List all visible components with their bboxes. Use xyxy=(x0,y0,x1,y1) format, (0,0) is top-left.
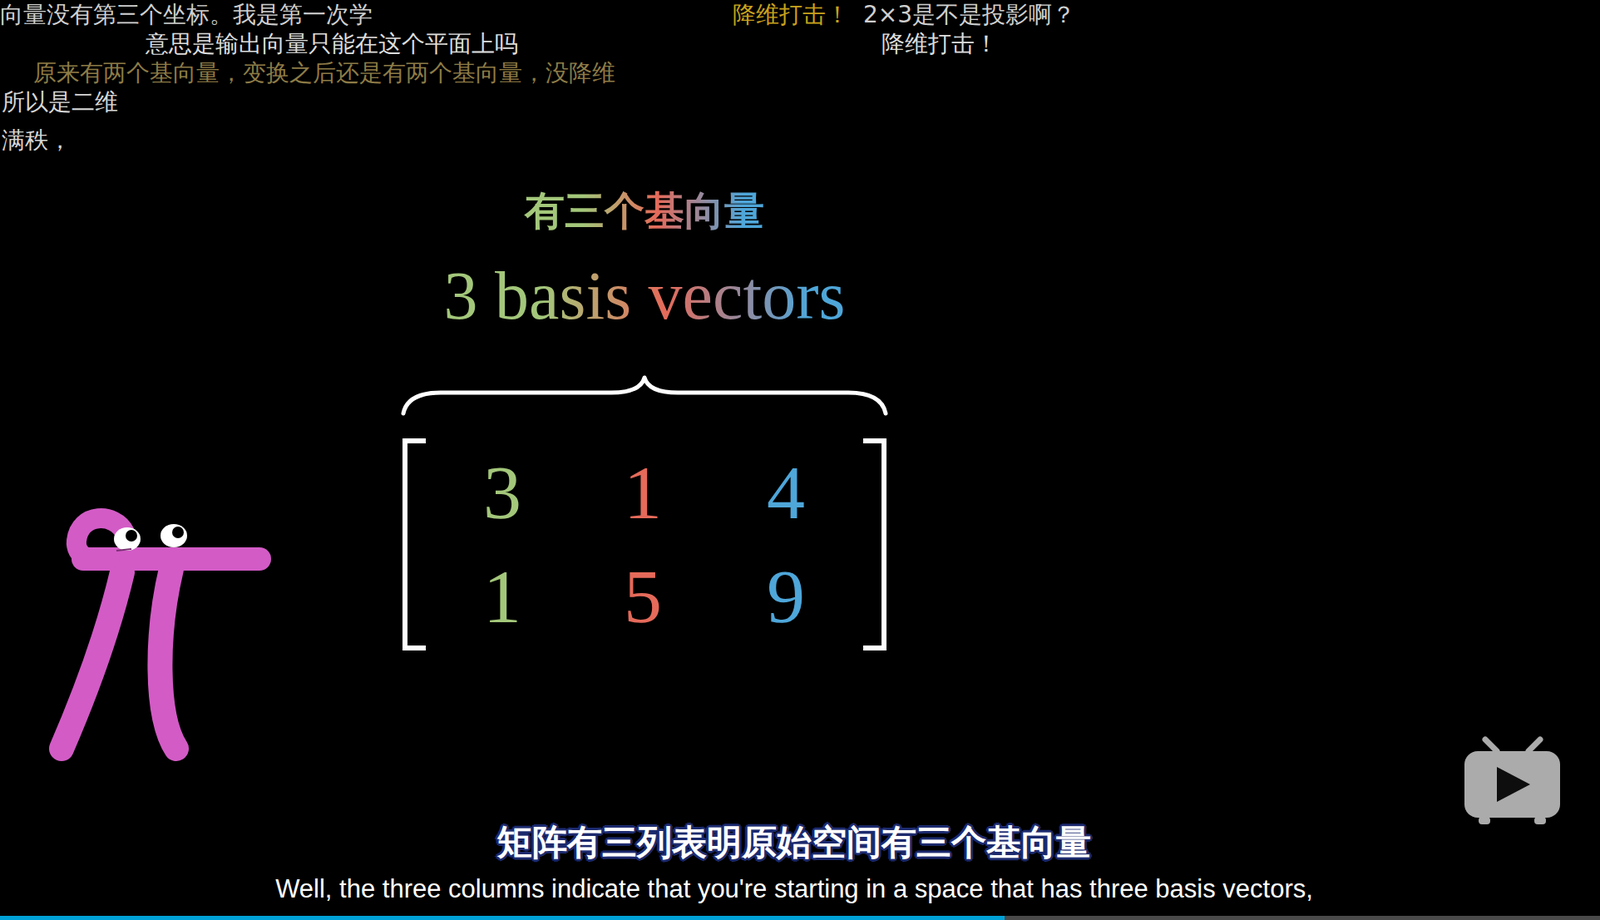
matrix-entry: 1 xyxy=(623,449,662,538)
heading-cn: 有三个基向量 xyxy=(521,187,768,234)
pi-leg xyxy=(61,572,123,749)
danmaku-comment: 满秩， xyxy=(1,127,72,154)
matrix-entry: 9 xyxy=(766,553,805,642)
danmaku-comment: 2×3是不是投影啊？ xyxy=(863,1,1076,29)
pi-mouth xyxy=(116,548,132,551)
danmaku-comment: 降维打击！ xyxy=(881,30,998,58)
danmaku-comment: 原来有两个基向量，变换之后还是有两个基向量，没降维 xyxy=(33,59,616,87)
curly-brace xyxy=(403,377,886,414)
matrix-entry: 5 xyxy=(623,553,662,642)
danmaku-comment: 向量没有第三个坐标。我是第一次学 xyxy=(0,1,373,29)
progress-track xyxy=(0,915,1600,920)
danmaku-comment: 意思是输出向量只能在这个平面上吗 xyxy=(145,30,519,58)
matrix-bracket xyxy=(863,440,884,648)
pi-eye xyxy=(113,527,141,551)
subtitle-cn: 矩阵有三列表明原始空间有三个基向量 xyxy=(497,822,1092,863)
matrix-entry: 4 xyxy=(766,449,805,538)
pi-leg xyxy=(159,568,177,749)
pi-eye xyxy=(160,523,188,548)
matrix-entry: 3 xyxy=(483,449,522,538)
heading-en: 3 basis vectors xyxy=(440,256,850,336)
pi-pupil xyxy=(172,526,184,539)
subtitle-en: Well, the three columns indicate that yo… xyxy=(275,874,1314,904)
danmaku-comment: 降维打击！ xyxy=(732,1,850,29)
pi-creature xyxy=(61,518,260,749)
matrix-bracket xyxy=(404,440,426,648)
matrix-entry: 1 xyxy=(483,553,522,642)
progress-bar xyxy=(0,915,1005,920)
danmaku-comment: 所以是二维 xyxy=(1,88,119,116)
bilibili-icon xyxy=(1464,739,1561,825)
pi-pupil xyxy=(125,529,138,542)
